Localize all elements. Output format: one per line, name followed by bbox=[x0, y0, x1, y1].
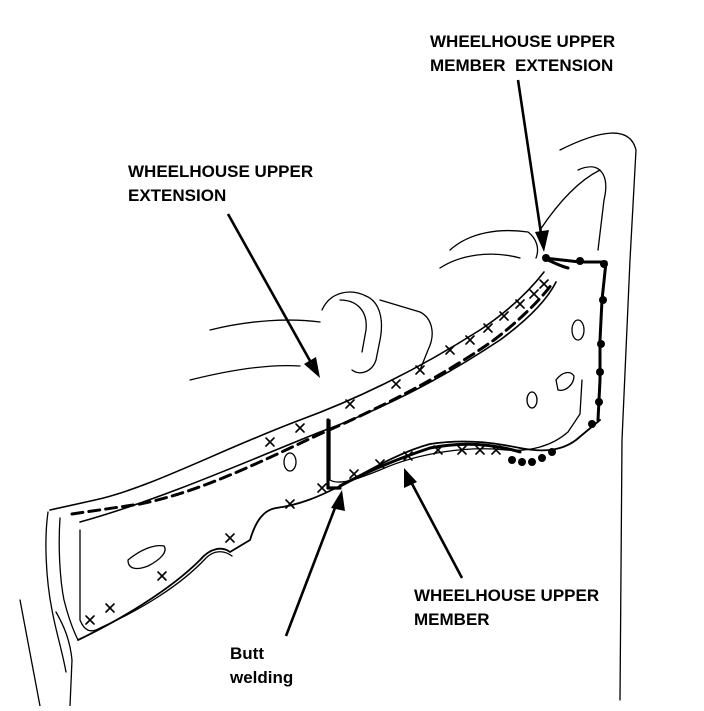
rail-hole-1 bbox=[283, 452, 297, 472]
label-line: WHEELHOUSE UPPER bbox=[128, 162, 314, 181]
plug-weld-dots bbox=[508, 254, 608, 466]
label-wheelhouse-upper-extension: WHEELHOUSE UPPER EXTENSION bbox=[128, 160, 313, 208]
dashed-weld-line bbox=[70, 282, 554, 516]
leader-upper-member bbox=[408, 479, 464, 579]
cross-member-2 bbox=[189, 364, 301, 381]
rail-slot-2 bbox=[555, 371, 575, 391]
pillar-outline bbox=[559, 132, 637, 701]
bracket-loop-2 bbox=[339, 299, 367, 353]
left-lower-floor bbox=[19, 599, 41, 707]
label-line: welding bbox=[230, 668, 294, 687]
arrowhead-upper-extension bbox=[304, 357, 320, 378]
upper-extension-face bbox=[79, 281, 557, 523]
left-end-panel bbox=[45, 511, 67, 673]
member-face bbox=[79, 529, 233, 632]
rail-hole-3 bbox=[571, 319, 585, 341]
bracket-arm bbox=[379, 299, 433, 371]
label-line: EXTENSION bbox=[128, 186, 227, 205]
leader-butt-welding bbox=[284, 499, 340, 637]
arrowhead-member-extension bbox=[535, 230, 549, 252]
rail-hole-2 bbox=[526, 391, 538, 409]
label-line: WHEELHOUSE UPPER bbox=[430, 32, 616, 51]
label-line: Butt bbox=[230, 644, 264, 663]
label-butt-welding: Butt welding bbox=[230, 642, 293, 690]
rail-slot bbox=[127, 544, 166, 570]
left-end-panel-2 bbox=[58, 517, 79, 641]
label-line: MEMBER bbox=[414, 610, 490, 629]
label-wheelhouse-upper-member: WHEELHOUSE UPPER MEMBER bbox=[414, 584, 599, 632]
cross-member bbox=[209, 319, 321, 331]
butt-weld-line bbox=[326, 418, 342, 490]
rear-structure bbox=[449, 229, 539, 259]
leader-member-extension bbox=[516, 79, 544, 241]
spot-weld-marks bbox=[85, 279, 549, 625]
bracket-loop bbox=[321, 291, 383, 374]
label-line: WHEELHOUSE UPPER bbox=[414, 586, 600, 605]
label-line: MEMBER EXTENSION bbox=[430, 56, 614, 75]
pillar-inner bbox=[577, 166, 607, 251]
leader-arrowheads bbox=[304, 230, 549, 511]
member-top-face bbox=[329, 379, 583, 483]
arrowhead-upper-member bbox=[404, 468, 417, 488]
label-wheelhouse-upper-member-extension: WHEELHOUSE UPPER MEMBER EXTENSION bbox=[430, 30, 615, 78]
lower-weld-seam bbox=[338, 442, 522, 488]
left-end-panel-3 bbox=[55, 611, 73, 707]
arrowhead-butt-welding bbox=[331, 490, 345, 511]
leader-lines bbox=[226, 79, 544, 637]
leader-upper-extension bbox=[226, 213, 316, 369]
member-lower-edge bbox=[77, 419, 601, 641]
pillar-edge bbox=[539, 169, 601, 231]
rear-structure-2 bbox=[439, 253, 521, 269]
rail-upper-edge bbox=[49, 271, 545, 511]
